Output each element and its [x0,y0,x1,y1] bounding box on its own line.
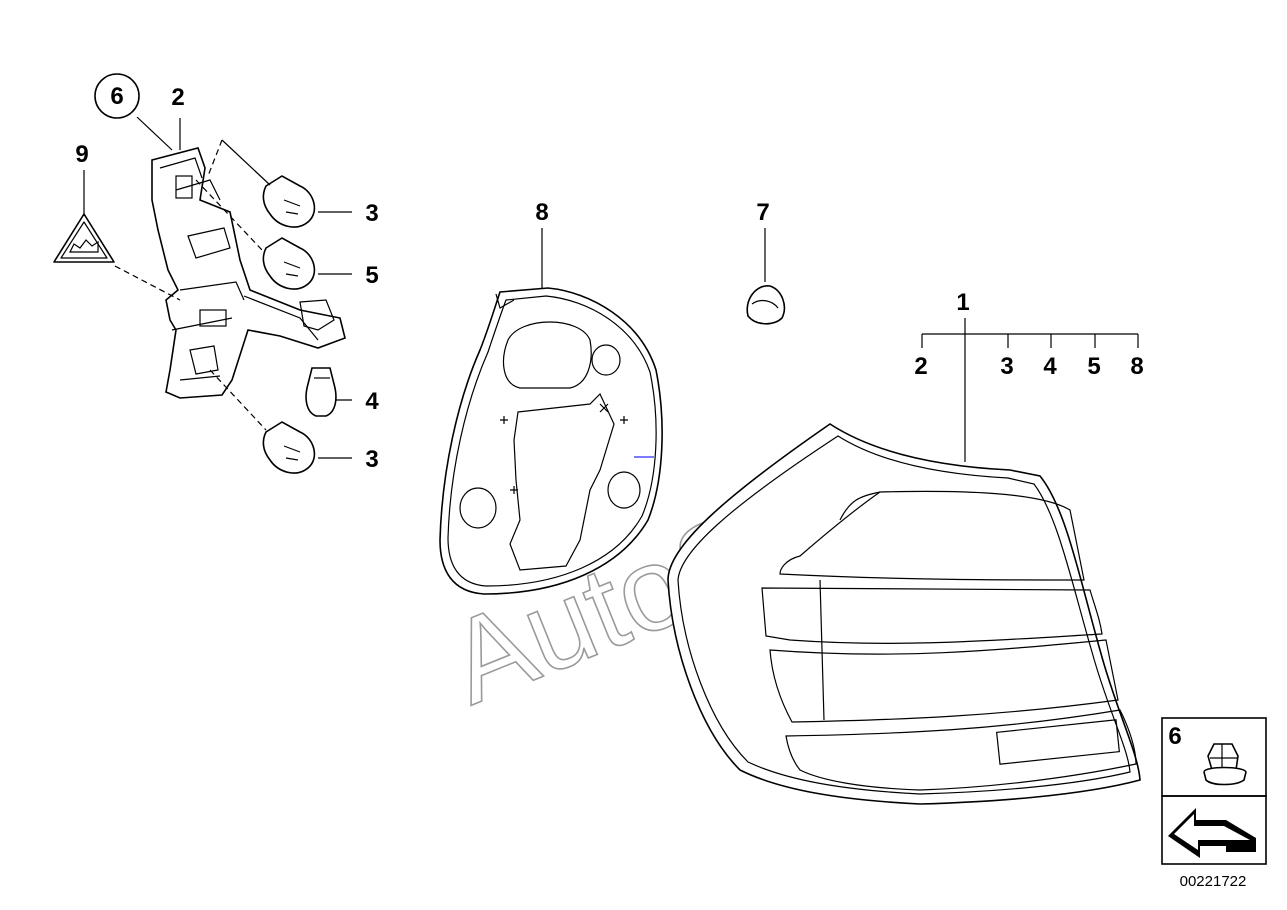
tail-light [667,423,1141,805]
callout-2-top: 2 [171,84,184,111]
bulb-carrier [151,147,346,399]
inset-box [1161,717,1267,865]
callout-9: 9 [75,141,88,168]
orientation-arrow-icon [1168,808,1256,858]
gasket [439,287,663,595]
callout-8: 8 [535,199,548,226]
sub-callout-3: 3 [1000,353,1013,380]
nut-icon [1203,743,1247,786]
callout-6-circled: 6 [110,83,123,110]
warning-triangle-icon [53,213,115,263]
diagram-number: 00221722 [1180,873,1247,890]
leader-lines-left [83,116,352,459]
callout-6-circle [94,73,140,119]
inset-callout-6: 6 [1168,723,1181,750]
sub-callout-8: 8 [1130,353,1143,380]
sub-callout-5: 5 [1087,353,1100,380]
cap-part [746,285,786,325]
callout-3-upper: 3 [365,200,378,227]
callout-1: 1 [956,289,969,316]
callout-5: 5 [365,262,378,289]
bulb-3-lower [262,421,316,474]
bulb-3-upper [262,175,316,228]
bulb-4 [305,367,337,417]
sub-callout-2: 2 [914,353,927,380]
callout-3-lower: 3 [365,446,378,473]
callout-7: 7 [756,199,769,226]
sub-callout-4: 4 [1043,353,1057,380]
callout-4: 4 [365,388,379,415]
bulb-5 [262,237,316,290]
